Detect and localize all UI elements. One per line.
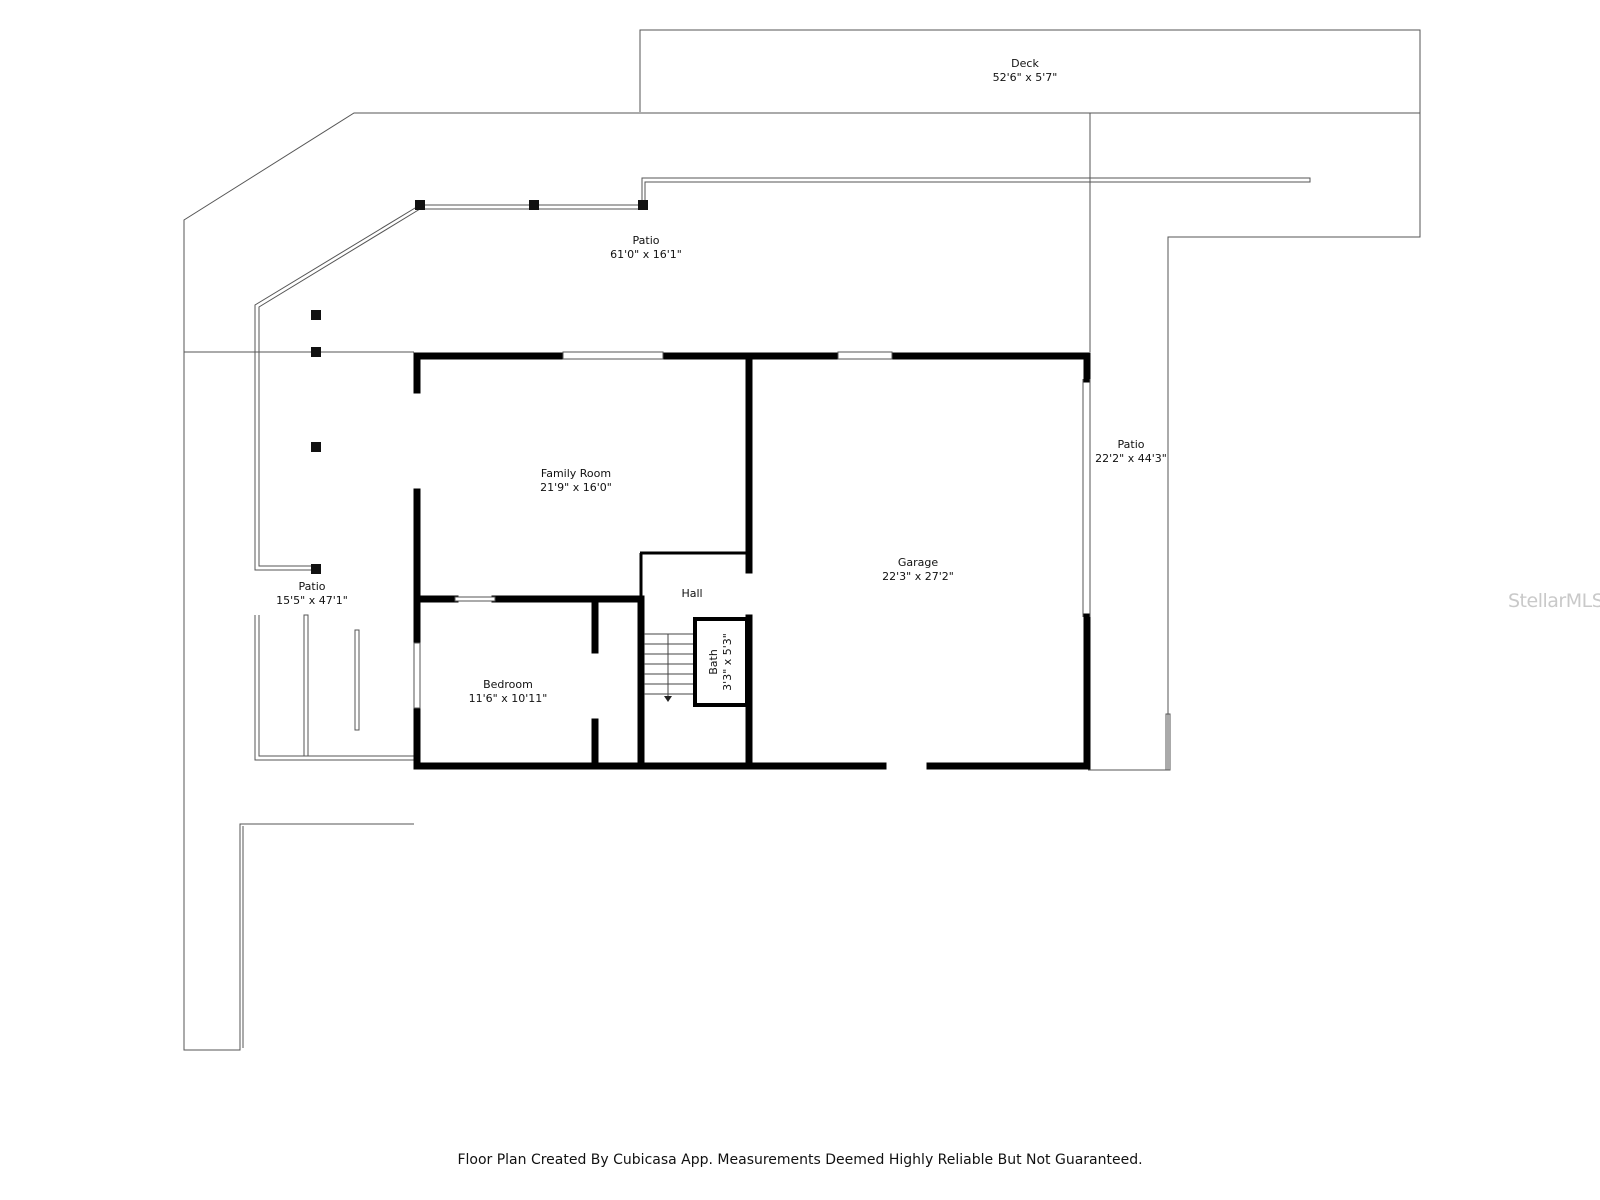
family-room-name: Family Room <box>541 467 611 480</box>
deck-outline <box>639 29 1421 113</box>
patio-left-dims: 15'5" x 47'1" <box>276 594 348 607</box>
patio-right-dims: 22'2" x 44'3" <box>1095 452 1167 465</box>
window <box>837 351 893 360</box>
windows <box>413 351 1091 709</box>
walls <box>413 352 1091 770</box>
post <box>311 310 321 320</box>
deck-dims: 52'6" x 5'7" <box>993 71 1058 84</box>
railing-left-a <box>254 204 421 571</box>
rail-r <box>1165 713 1171 771</box>
window <box>562 351 664 360</box>
post <box>529 200 539 210</box>
railing-left-b <box>258 208 421 567</box>
deck-name: Deck <box>1011 57 1039 70</box>
bedroom-dims: 11'6" x 10'11" <box>469 692 548 705</box>
rail-l1 <box>254 615 414 761</box>
outdoor-outlines <box>183 29 1421 1051</box>
watermark: StellarMLS <box>1508 590 1600 612</box>
window <box>413 642 421 709</box>
patio-left-name: Patio <box>299 580 326 593</box>
footer-note: Floor Plan Created By Cubicasa App. Meas… <box>457 1152 1143 1168</box>
rail-l2 <box>303 614 309 757</box>
posts <box>311 200 648 574</box>
garage-dims: 22'3" x 27'2" <box>882 570 954 583</box>
bath-walls <box>693 617 749 707</box>
patio-top-dims: 61'0" x 16'1" <box>610 248 682 261</box>
post <box>311 564 321 574</box>
thin-walls <box>639 551 749 707</box>
bath-dims: 3'3" x 5'3" <box>721 633 734 691</box>
rail-l1b <box>258 615 414 757</box>
post <box>311 442 321 452</box>
patio-top-name: Patio <box>633 234 660 247</box>
post <box>638 200 648 210</box>
rail-l3 <box>354 629 360 731</box>
hall-name: Hall <box>681 587 702 600</box>
stair-arrow-icon <box>664 696 672 702</box>
post <box>415 200 425 210</box>
garage-name: Garage <box>898 556 939 569</box>
post <box>311 347 321 357</box>
bath-name: Bath <box>707 649 720 675</box>
patio-right-name: Patio <box>1118 438 1145 451</box>
railing-outer <box>641 177 1311 205</box>
bedroom-name: Bedroom <box>483 678 533 691</box>
window <box>454 596 496 602</box>
patio-outline <box>183 112 1421 1051</box>
stairs <box>644 633 693 698</box>
family-room-dims: 21'9" x 16'0" <box>540 481 612 494</box>
